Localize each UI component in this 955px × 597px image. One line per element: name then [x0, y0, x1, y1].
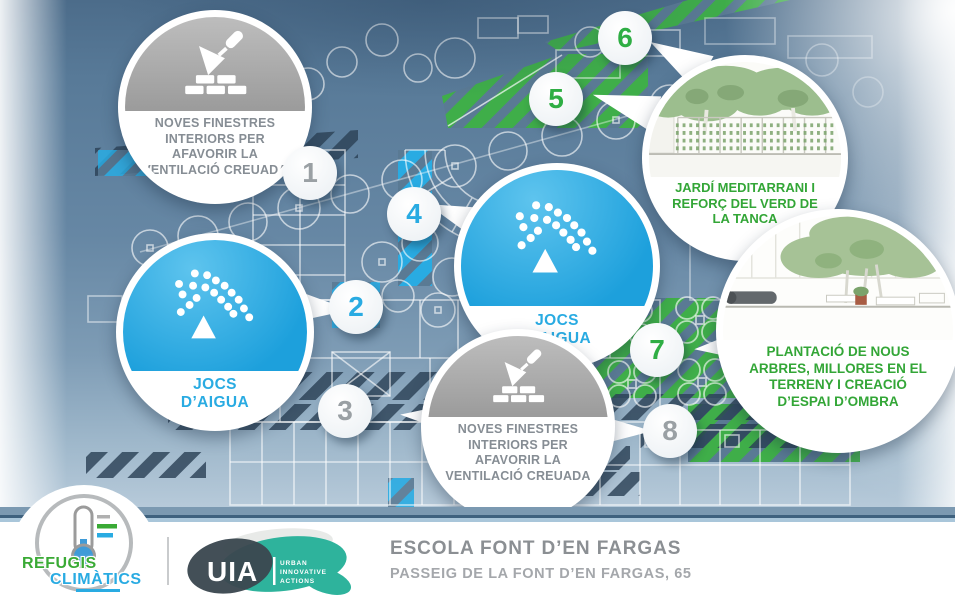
uia-logo: UIA URBAN INNOVATIVE ACTIONS: [187, 528, 351, 595]
badge-1: 1: [283, 146, 337, 200]
footer-divider-band: [0, 507, 955, 522]
badge-4: 4: [387, 187, 441, 241]
callout-windows-2: NOVES FINESTRES INTERIORS PER AFAVORIR L…: [421, 329, 615, 523]
refugis-wordmark-line1: REFUGIS: [22, 555, 97, 572]
badge-5: 5: [529, 72, 583, 126]
badge-8: 8: [643, 404, 697, 458]
badge-7: 7: [630, 323, 684, 377]
tree-shade-illustration: [723, 216, 953, 340]
trowel-bricks-icon: [185, 30, 247, 94]
water-jets-icon: [515, 201, 597, 273]
school-name: ESCOLA FONT D’EN FARGAS: [390, 538, 682, 559]
water-jets-icon: [175, 269, 254, 339]
school-address: PASSEIG DE LA FONT D’EN FARGAS, 65: [390, 566, 692, 582]
windows-callout-label-2: NOVES FINESTRES INTERIORS PER AFAVORIR L…: [445, 422, 591, 483]
badge-6: 6: [598, 11, 652, 65]
refugis-climatics-logo: [9, 485, 159, 597]
callout-water-games-1: JOCS D’AIGUA: [116, 233, 314, 431]
uia-word-3: ACTIONS: [280, 578, 315, 585]
school-info: ESCOLA FONT D’EN FARGAS PASSEIG DE LA FO…: [390, 538, 692, 582]
water-callout-label-1: JOCS D’AIGUA: [180, 376, 250, 412]
refugis-wordmark-line2: CLIMÀTICS: [50, 571, 142, 588]
refugis-underline: [76, 589, 120, 592]
windows-callout-label-1: NOVES FINESTRES INTERIORS PER AFAVORIR L…: [142, 116, 288, 177]
badge-3: 3: [318, 384, 372, 438]
uia-word-2: INNOVATIVE: [280, 569, 327, 576]
callout-windows-1: NOVES FINESTRES INTERIORS PER AFAVORIR L…: [118, 10, 312, 204]
uia-word-1: URBAN: [280, 560, 307, 567]
footer: REFUGIS CLIMÀTICS UIA URBAN INNOVATIVE A…: [0, 485, 955, 597]
thermometer-icon: [71, 505, 117, 569]
badge-2: 2: [329, 280, 383, 334]
callout-tree-planting: PLANTACIÓ DE NOUS ARBRES, MILLORES EN EL…: [716, 209, 955, 453]
trowel-bricks-icon: [493, 348, 545, 402]
tree-callout-label: PLANTACIÓ DE NOUS ARBRES, MILLORES EN EL…: [749, 344, 927, 409]
uia-acronym: UIA: [207, 556, 258, 587]
mediterranean-garden-illustration: [649, 62, 841, 177]
footer-divider-line: [167, 537, 169, 585]
callout-water-games-2: JOCS D’AIGUA: [454, 163, 660, 369]
